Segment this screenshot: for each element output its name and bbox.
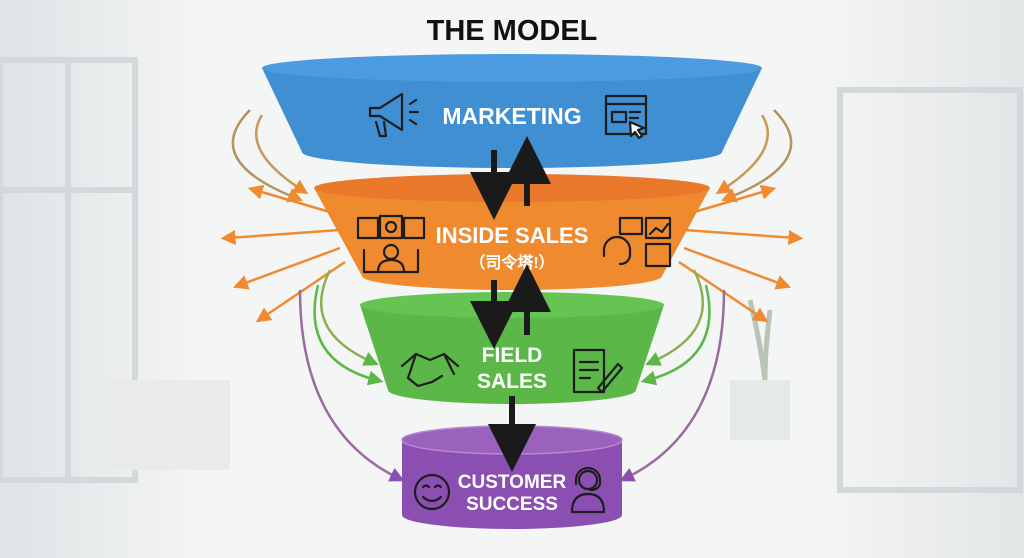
inside-sales-label: INSIDE SALES <box>436 223 589 248</box>
megaphone-icon <box>368 92 420 138</box>
arrow-marketing-to-inside-left-2 <box>231 109 303 203</box>
stage-inside-sales: INSIDE SALES （司令塔!） <box>314 174 710 290</box>
arrow-marketing-to-inside-right-2 <box>721 109 793 203</box>
monitoring-desk-icon <box>356 214 426 274</box>
browser-click-icon <box>604 94 648 140</box>
feedback-arrows <box>220 109 804 482</box>
arrow-marketing-to-inside-left <box>255 114 309 195</box>
contract-sign-icon <box>572 348 624 394</box>
diagram-title: THE MODEL <box>427 15 598 47</box>
customer-success-label-line2: SUCCESS <box>466 494 558 515</box>
field-sales-label-line2: SALES <box>477 370 547 393</box>
inside-sales-sublabel: （司令塔!） <box>469 253 554 272</box>
stage-field-sales: FIELD SALES <box>360 292 664 404</box>
customer-success-label-line1: CUSTOMER <box>458 472 567 493</box>
support-agent-icon <box>570 466 606 514</box>
field-sales-label-line1: FIELD <box>482 344 543 367</box>
marketing-label: MARKETING <box>442 103 581 129</box>
handshake-icon <box>400 352 460 388</box>
arrow-marketing-to-inside-right <box>715 114 769 195</box>
smiley-icon <box>413 473 451 511</box>
headset-dashboard-icon <box>602 216 672 268</box>
stage-marketing: MARKETING <box>262 54 762 168</box>
flow-arrows <box>470 136 551 472</box>
